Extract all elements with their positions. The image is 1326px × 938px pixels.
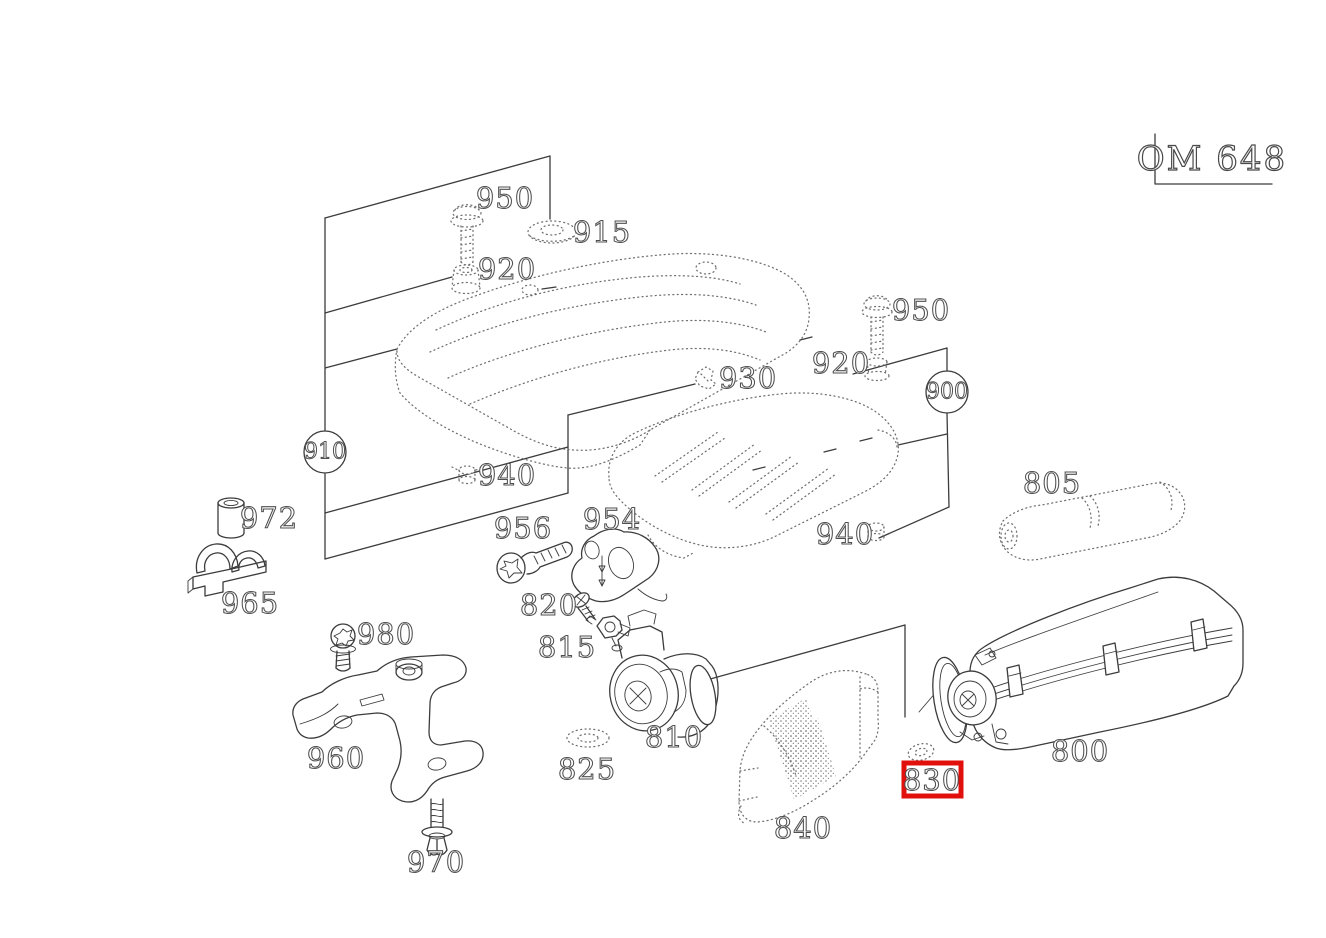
part-label-930[interactable]: 930: [718, 360, 777, 395]
part-label-950-right[interactable]: 950: [891, 292, 950, 327]
part-label-965[interactable]: 965: [220, 585, 279, 620]
part-label-950-top-left[interactable]: 950: [475, 180, 534, 215]
title-block-border: [1154, 133, 1273, 185]
part-label-800[interactable]: 800: [1050, 733, 1109, 768]
group-circle-910-label[interactable]: 910: [304, 439, 347, 465]
engine-cover-lower-art: [608, 392, 899, 559]
sleeve-972-art: [217, 497, 245, 539]
part-label-920-right[interactable]: 920: [811, 345, 870, 380]
part-label-820[interactable]: 820: [519, 587, 578, 622]
group-box-910: [324, 155, 696, 560]
group-box-900: [852, 347, 950, 539]
part-label-805[interactable]: 805: [1022, 465, 1081, 500]
engine-code-block: OM 648: [1136, 133, 1287, 185]
screw-950-left-art: [450, 204, 484, 266]
part-label-830[interactable]: 830: [902, 762, 961, 797]
part-label-940-left[interactable]: 940: [477, 457, 536, 492]
group-circle-910[interactable]: 910: [303, 430, 347, 474]
screw-820-art: [572, 592, 596, 622]
bolt-956-art: [496, 541, 573, 584]
grommet-920-right-art: [864, 357, 890, 382]
group-circle-900[interactable]: 900: [925, 370, 969, 414]
gasket-825-art: [566, 728, 610, 748]
screw-950-right-art: [861, 295, 893, 356]
group-box-840: [702, 624, 944, 718]
part-label-940-right[interactable]: 940: [815, 516, 874, 551]
engine-cover-top-art: [394, 252, 813, 469]
part-label-825[interactable]: 825: [557, 751, 616, 786]
oil-cap-915-art: [527, 220, 577, 244]
grommet-940-left-art: [451, 465, 483, 485]
bracket-954-art: [571, 528, 668, 603]
part-label-970[interactable]: 970: [406, 844, 465, 879]
part-label-810[interactable]: 810: [644, 719, 703, 754]
duct-805-art: [998, 481, 1186, 561]
rivet-970-art: [421, 798, 453, 856]
clip-930-art: [694, 366, 717, 390]
group-circle-900-label[interactable]: 900: [926, 379, 969, 405]
engine-code-label: OM 648: [1137, 139, 1287, 179]
grommet-920-left-art: [451, 264, 481, 295]
part-label-920-left[interactable]: 920: [477, 251, 536, 286]
highlight-box-830[interactable]: 830: [901, 760, 964, 799]
clamp-965-art: [187, 543, 267, 597]
part-label-815[interactable]: 815: [537, 629, 596, 664]
screw-980-art: [330, 623, 356, 672]
part-label-956[interactable]: 956: [493, 510, 552, 545]
highlight-rect[interactable]: [901, 760, 964, 799]
bracket-960-art: [292, 654, 484, 803]
air-filter-housing-800-art: [932, 576, 1244, 751]
gasket-830-art: [907, 742, 935, 762]
part-label-960[interactable]: 960: [306, 740, 365, 775]
part-label-972[interactable]: 972: [239, 500, 298, 535]
part-label-915[interactable]: 915: [572, 214, 631, 249]
part-label-840[interactable]: 840: [773, 810, 832, 845]
grommet-940-right-art: [867, 522, 885, 542]
throttle-body-810-art: [609, 609, 719, 738]
duct-840-art: [737, 670, 879, 824]
part-label-980[interactable]: 980: [356, 616, 415, 651]
valve-815-art: [585, 615, 631, 652]
part-label-954[interactable]: 954: [582, 501, 641, 536]
